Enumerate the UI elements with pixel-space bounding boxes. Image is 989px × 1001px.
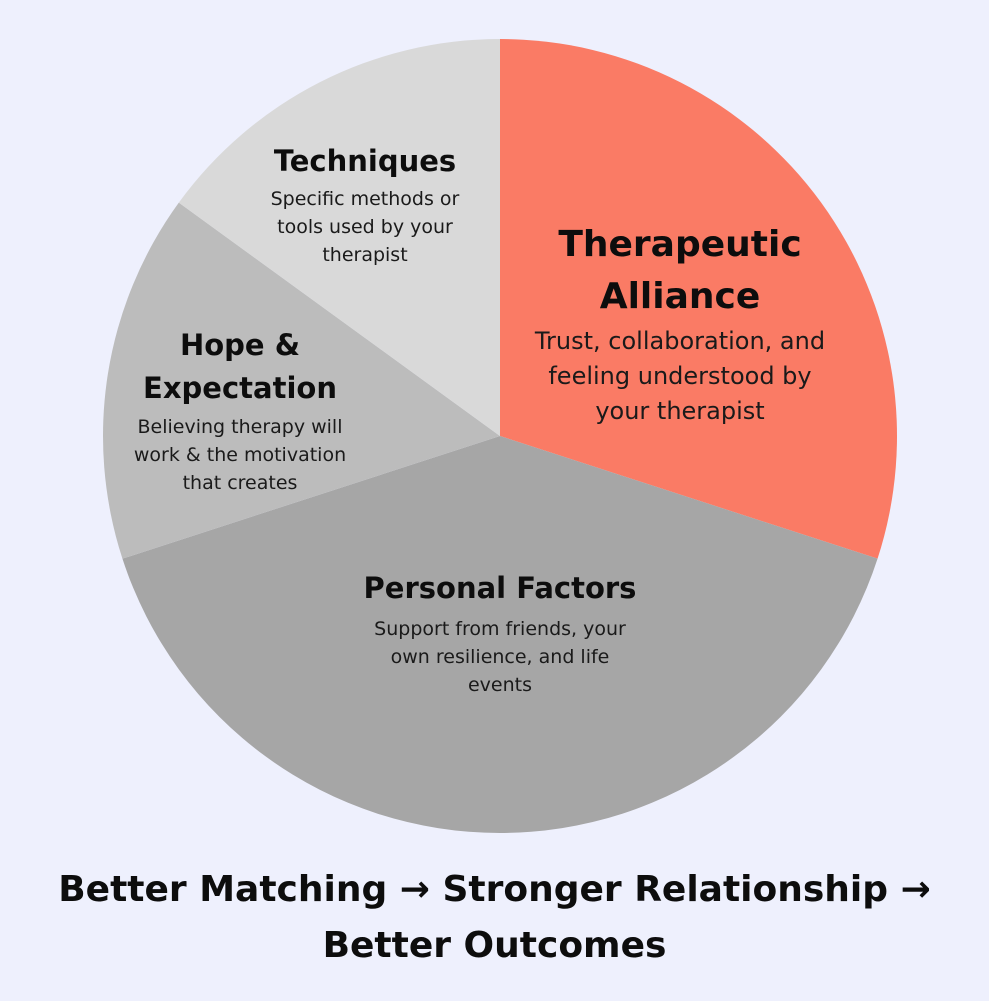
slice-description-line: that creates [183, 472, 298, 494]
pie-slice-personal-factors [122, 436, 878, 834]
pie-slice-techniques [178, 39, 500, 436]
slice-title-line: Personal Factors [364, 571, 637, 605]
slice-description-therapeutic-alliance: Trust, collaboration, and feeling underst… [534, 327, 825, 425]
slice-description-line: feeling understood by [548, 362, 811, 390]
slice-description-line: work & the motivation [134, 444, 346, 466]
slice-title-line: Hope & [180, 328, 300, 362]
slice-description-line: therapist [322, 244, 407, 266]
footer-line-2: Better Outcomes [322, 925, 667, 966]
slice-description-line: events [468, 674, 532, 696]
slice-title-techniques: Techniques [274, 144, 456, 178]
slice-description-line: own resilience, and life [391, 646, 610, 668]
slice-description-hope-and-expectation: Believing therapy will work & the motivat… [134, 416, 346, 494]
slice-description-line: Believing therapy will [138, 416, 343, 438]
footer-caption: Better Matching → Stronger Relationship … [0, 862, 989, 974]
pie-slice-hope-and-expectation [102, 202, 501, 559]
slice-description-techniques: Specific methods or tools used by your the… [271, 188, 460, 266]
slice-description-personal-factors: Support from friends, your own resilience… [374, 618, 626, 696]
slice-description-line: Trust, collaboration, and [534, 327, 825, 355]
slice-title-line: Therapeutic [558, 224, 801, 265]
slice-description-line: tools used by your [277, 216, 453, 238]
slice-title-line: Alliance [600, 276, 761, 317]
slice-title-line: Expectation [143, 371, 337, 405]
slice-description-line: Support from friends, your [374, 618, 626, 640]
slice-title-line: Techniques [274, 144, 456, 178]
footer-line-1: Better Matching → Stronger Relationship … [58, 869, 931, 910]
slice-description-line: Specific methods or [271, 188, 460, 210]
slice-title-hope-and-expectation: Hope & Expectation [143, 328, 337, 405]
slice-title-personal-factors: Personal Factors [364, 571, 637, 605]
slice-description-line: your therapist [595, 397, 764, 425]
pie-slice-therapeutic-alliance [500, 39, 898, 559]
